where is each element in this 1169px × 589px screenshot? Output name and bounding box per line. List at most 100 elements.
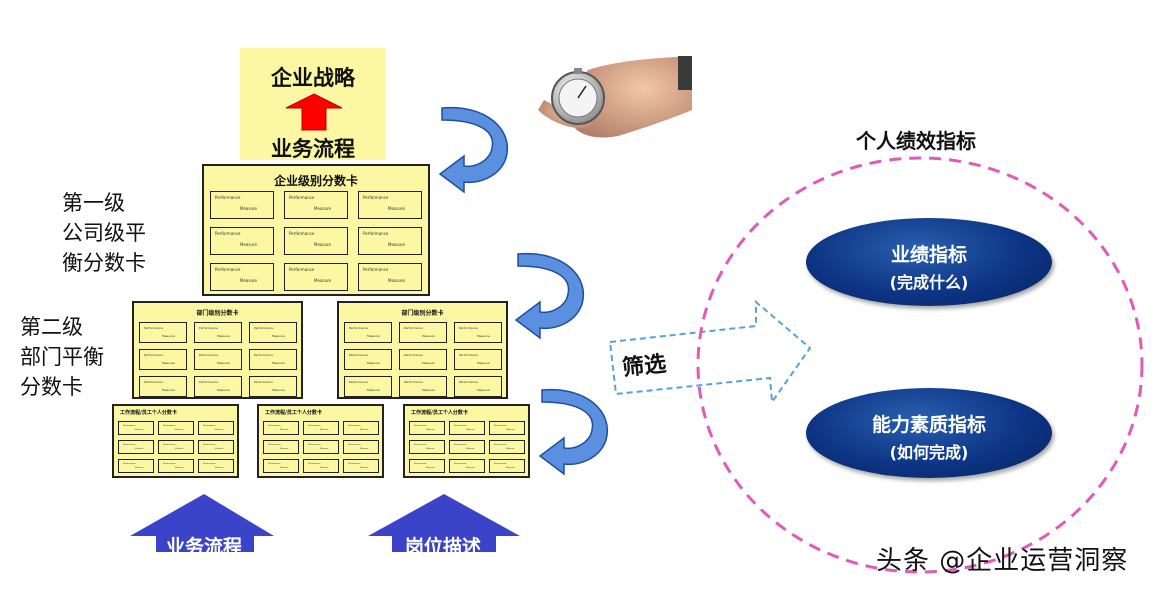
cell-text: Performance [454,425,467,427]
result-indicator-oval: 业绩指标 (完成什么) [806,218,1052,306]
cell-text: Performance [494,444,507,446]
cell-text: Measure [426,467,435,469]
cell-text: Performance [203,425,216,427]
cell-text: Measure [217,388,230,392]
cell-text: Measure [280,448,289,450]
cell-text: Performance [363,267,389,272]
cell-text: Measure [135,429,144,431]
cell-text: Performance [144,380,164,384]
cell-text: Performance [268,463,281,465]
cell-text: Measure [367,388,380,392]
cell-text: Performance [289,195,315,200]
filter-arrow-icon [608,299,812,405]
cell-text: Measure [162,388,175,392]
cell-text: Performance [494,425,507,427]
personal-kpi-title: 个人绩效指标 [856,129,976,153]
cell-text: Performance [254,380,274,384]
cell-text: Performance [459,353,479,357]
cell-text: Performance [199,326,219,330]
personal-scorecard-title: 工作流程/员工个人分数卡 [265,410,322,416]
cell-text: Performance [494,463,507,465]
cell-text: Performance [144,326,164,330]
cell-text: Performance [289,231,315,236]
cell-text: Performance [363,195,389,200]
result-indicator-label: 业绩指标 [890,244,967,266]
cell-text: Measure [175,467,184,469]
cell-text: Measure [320,429,329,431]
cell-text: Performance [404,326,424,330]
level2-label: 第二级部门平衡分数卡 [20,315,104,399]
red-up-arrow-icon [285,93,343,131]
company-scorecard-title: 企业级别分数卡 [273,174,358,188]
cell-text: Performance [348,444,361,446]
cell-text: Performance [289,267,315,272]
up-arrow-left-icon [130,494,274,552]
cell-text: Performance [199,380,219,384]
cell-text: Performance [199,353,219,357]
cell-text: Performance [308,463,321,465]
cell-text: Measure [466,467,475,469]
cell-text: Measure [506,467,515,469]
business-process-title: 业务流程 [271,137,355,161]
up-arrow-right-icon [368,494,520,552]
dept-scorecard-title: 部门级别分数卡 [196,310,239,317]
cell-text: Measure [240,242,257,247]
cell-text: Performance [414,463,427,465]
watermark: 头条 @企业运营洞察 [876,546,1129,576]
personal-scorecard-title: 工作流程/员工个人分数卡 [411,410,468,416]
cell-text: Performance [268,444,281,446]
cell-text: Performance [349,353,369,357]
cell-text: Measure [367,361,380,365]
cell-text: Measure [466,448,475,450]
cell-text: Measure [367,334,380,338]
personal-scorecard-title: 工作流程/员工个人分数卡 [120,410,177,416]
cell-text: Measure [477,334,490,338]
dept-scorecard-title: 部门级别分数卡 [401,310,444,317]
cell-text: Measure [506,429,515,431]
cell-text: Measure [360,429,369,431]
cell-text: Measure [466,429,475,431]
cell-text: Measure [477,361,490,365]
cell-text: Performance [163,444,176,446]
cell-text: Performance [163,463,176,465]
competency-indicator-label: 能力素质指标 [871,414,986,436]
result-indicator-sub: (完成什么) [889,273,969,292]
cell-text: Performance [459,380,479,384]
job-description-label: 岗位描述 [405,536,482,558]
cell-text: Measure [422,388,435,392]
cell-text: Measure [388,242,405,247]
cell-text: Measure [215,429,224,431]
performance-circle [696,156,1144,574]
cell-text: Measure [175,429,184,431]
curved-arrow-icon [438,106,509,194]
cell-text: Performance [215,267,241,272]
cell-text: Measure [280,429,289,431]
